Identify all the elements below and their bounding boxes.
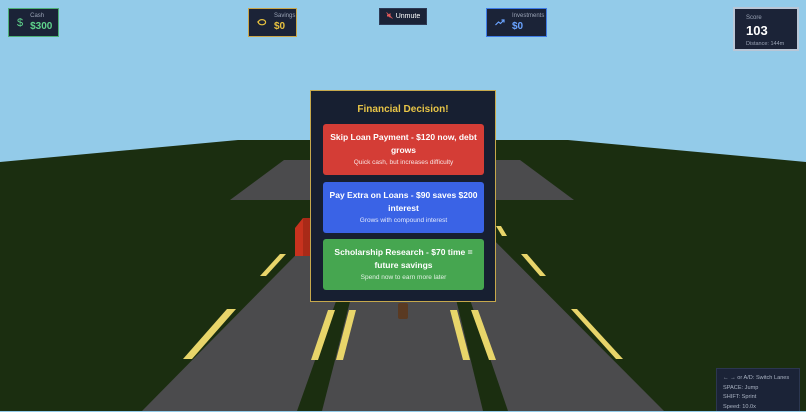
- option-description: Spend now to earn more later: [323, 274, 484, 281]
- option-description: Quick cash, but increases difficulty: [323, 159, 484, 166]
- unmute-label: Unmute: [396, 13, 421, 20]
- muted-speaker-icon: [386, 12, 393, 21]
- unmute-button[interactable]: Unmute: [379, 8, 427, 25]
- savings-panel: Savings $0: [248, 8, 297, 37]
- option-title: Pay Extra on Loans - $90 saves $200 inte…: [323, 189, 484, 215]
- distance-value: Distance: 144m: [746, 41, 797, 47]
- cash-label: Cash: [30, 13, 52, 19]
- trending-up-icon: [495, 17, 505, 29]
- help-sprint: SHIFT: Sprint: [723, 393, 799, 403]
- dialog-title: Financial Decision!: [311, 104, 495, 115]
- piggy-bank-icon: [257, 17, 267, 29]
- cash-value: $300: [30, 22, 52, 32]
- help-jump: SPACE: Jump: [723, 384, 799, 394]
- option-title: Skip Loan Payment - $120 now, debt grows: [323, 131, 484, 157]
- cash-panel: $ Cash $300: [8, 8, 59, 37]
- score-label: Score: [746, 15, 797, 21]
- score-value: 103: [746, 23, 797, 38]
- controls-help-panel: ← → or A/D: Switch Lanes SPACE: Jump SHI…: [716, 368, 800, 411]
- option-scholarship-research-button[interactable]: Scholarship Research - $70 time = future…: [323, 239, 484, 290]
- option-pay-extra-loans-button[interactable]: Pay Extra on Loans - $90 saves $200 inte…: [323, 182, 484, 233]
- player-character: [398, 303, 408, 319]
- investments-value: $0: [512, 22, 544, 32]
- score-panel: Score 103 Distance: 144m: [733, 7, 799, 51]
- help-switch-lanes: ← → or A/D: Switch Lanes: [723, 374, 799, 384]
- investments-panel: Investments $0: [486, 8, 547, 37]
- option-skip-loan-payment-button[interactable]: Skip Loan Payment - $120 now, debt grows…: [323, 124, 484, 175]
- financial-decision-dialog: Financial Decision! Skip Loan Payment - …: [310, 90, 496, 302]
- dollar-icon: $: [17, 17, 23, 29]
- savings-value: $0: [274, 22, 295, 32]
- investments-label: Investments: [512, 13, 544, 19]
- option-description: Grows with compound interest: [323, 217, 484, 224]
- option-title: Scholarship Research - $70 time = future…: [323, 246, 484, 272]
- savings-label: Savings: [274, 13, 295, 19]
